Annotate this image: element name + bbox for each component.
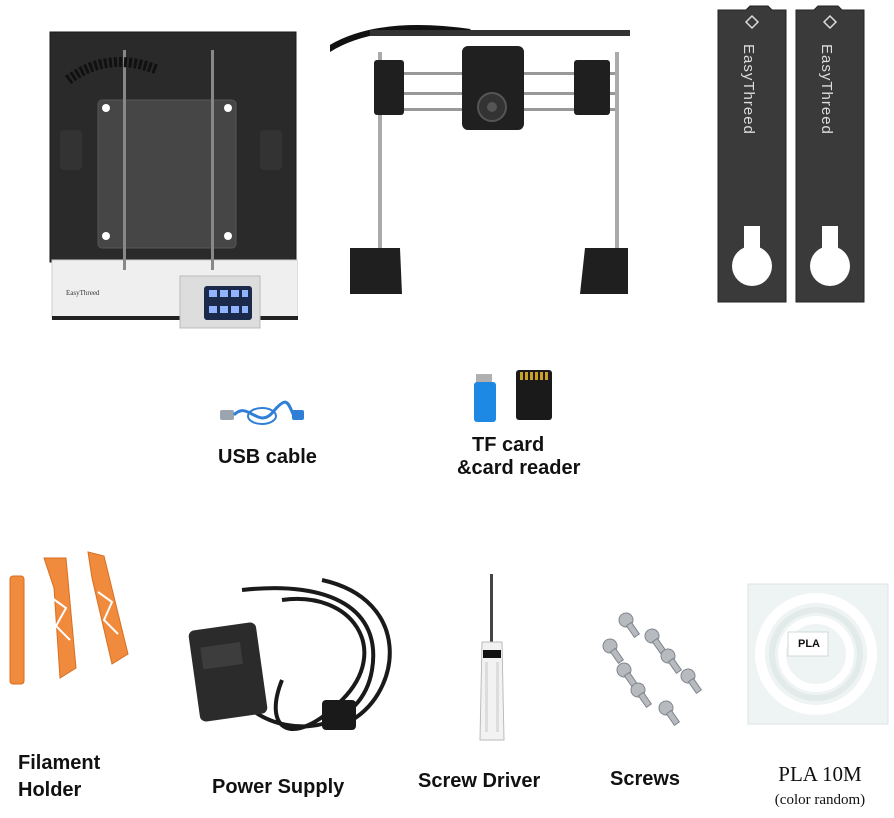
screws-graphic xyxy=(602,612,703,726)
pla-filament-graphic xyxy=(747,583,889,725)
usb-cable-label: USB cable xyxy=(218,446,317,468)
pla-label-line1: PLA 10M xyxy=(778,762,862,786)
plate-left-graphic xyxy=(717,5,787,303)
card-reader-image xyxy=(470,366,560,424)
usb-cable-graphic xyxy=(220,400,304,425)
filament-holder-image xyxy=(0,548,140,698)
printer-body-image: EasyThreed xyxy=(48,30,298,330)
platform-plate-right: EasyThreed xyxy=(794,4,866,304)
tf-card-label-line1: TF card xyxy=(472,434,545,456)
pla-filament-image: PLA xyxy=(746,582,890,726)
tf-card-label-line2: &card reader xyxy=(457,457,581,479)
plate-left-brand: EasyThreed xyxy=(740,44,757,135)
usb-cable-image xyxy=(218,398,308,432)
power-supply-graphic xyxy=(188,578,392,731)
plate-right-brand: EasyThreed xyxy=(818,44,835,135)
platform-plate-left: EasyThreed xyxy=(716,4,788,304)
pla-tag: PLA xyxy=(798,638,820,650)
gantry-graphic xyxy=(330,25,630,294)
power-supply-image xyxy=(172,570,422,750)
screwdriver-label: Screw Driver xyxy=(418,770,541,792)
filament-holder-label-line2: Holder xyxy=(18,779,82,801)
screwdriver-image xyxy=(472,572,512,744)
power-supply-label: Power Supply xyxy=(212,776,345,798)
card-reader-graphic xyxy=(474,370,552,422)
screws-label: Screws xyxy=(610,768,681,790)
screwdriver-graphic xyxy=(479,574,505,741)
printer-brand-badge: EasyThreed xyxy=(66,289,100,297)
filament-holder-label-line1: Filament xyxy=(18,752,101,774)
pla-label-line2: (color random) xyxy=(774,792,866,808)
printer-body-graphic xyxy=(49,31,298,329)
plate-right-graphic xyxy=(795,5,865,303)
filament-holder-graphic xyxy=(9,551,129,685)
printer-gantry-image xyxy=(330,12,640,302)
screws-image xyxy=(596,608,706,726)
